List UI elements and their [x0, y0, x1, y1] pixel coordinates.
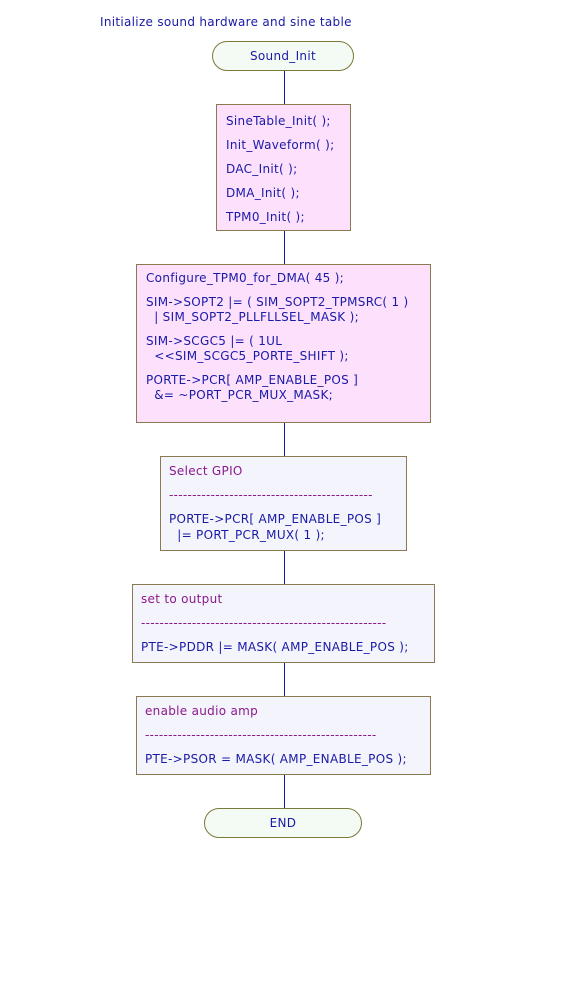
comment-block-select-gpio: Select GPIO ----------------------------…: [160, 456, 407, 551]
code-line: Configure_TPM0_for_DMA( 45 );: [146, 271, 345, 285]
code-line: PORTE->PCR[ AMP_ENABLE_POS ]: [146, 373, 359, 387]
comment-separator: ----------------------------------------…: [141, 616, 387, 630]
start-label: Sound_Init: [250, 49, 316, 63]
process-block-configure: Configure_TPM0_for_DMA( 45 ); SIM->SOPT2…: [136, 264, 431, 423]
code-line: Init_Waveform( );: [226, 138, 335, 152]
code-line: PTE->PSOR = MASK( AMP_ENABLE_POS );: [145, 752, 407, 766]
comment-text: enable audio amp: [145, 704, 259, 718]
diagram-title: Initialize sound hardware and sine table: [100, 15, 352, 29]
comment-block-enable-amp: enable audio amp -----------------------…: [136, 696, 431, 775]
comment-separator: ----------------------------------------…: [169, 488, 373, 502]
code-line: <<SIM_SCGC5_PORTE_SHIFT );: [146, 349, 349, 363]
start-terminal: Sound_Init: [212, 41, 354, 71]
connector-block5-end: [284, 774, 285, 808]
comment-separator: ----------------------------------------…: [145, 728, 377, 742]
connector-block3-block4: [284, 550, 285, 584]
code-line: |= PORT_PCR_MUX( 1 );: [169, 528, 325, 542]
connector-block2-block3: [284, 422, 285, 456]
connector-block4-block5: [284, 662, 285, 696]
code-line: PORTE->PCR[ AMP_ENABLE_POS ]: [169, 512, 382, 526]
code-line: TPM0_Init( );: [226, 210, 305, 224]
code-line: SineTable_Init( );: [226, 114, 331, 128]
code-line: SIM->SOPT2 |= ( SIM_SOPT2_TPMSRC( 1 ): [146, 295, 409, 309]
code-line: DMA_Init( );: [226, 186, 300, 200]
comment-block-set-output: set to output --------------------------…: [132, 584, 435, 663]
code-line: PTE->PDDR |= MASK( AMP_ENABLE_POS );: [141, 640, 409, 654]
end-label: END: [269, 816, 297, 830]
connector-block1-block2: [284, 230, 285, 264]
code-line: | SIM_SOPT2_PLLFLLSEL_MASK );: [146, 310, 359, 324]
comment-text: Select GPIO: [169, 464, 243, 478]
code-line: SIM->SCGC5 |= ( 1UL: [146, 334, 283, 348]
code-line: &= ~PORT_PCR_MUX_MASK;: [146, 388, 333, 402]
process-block-init-calls: SineTable_Init( ); Init_Waveform( ); DAC…: [216, 104, 351, 231]
connector-start-block1: [284, 70, 285, 104]
code-line: DAC_Init( );: [226, 162, 298, 176]
comment-text: set to output: [141, 592, 223, 606]
end-terminal: END: [204, 808, 362, 838]
